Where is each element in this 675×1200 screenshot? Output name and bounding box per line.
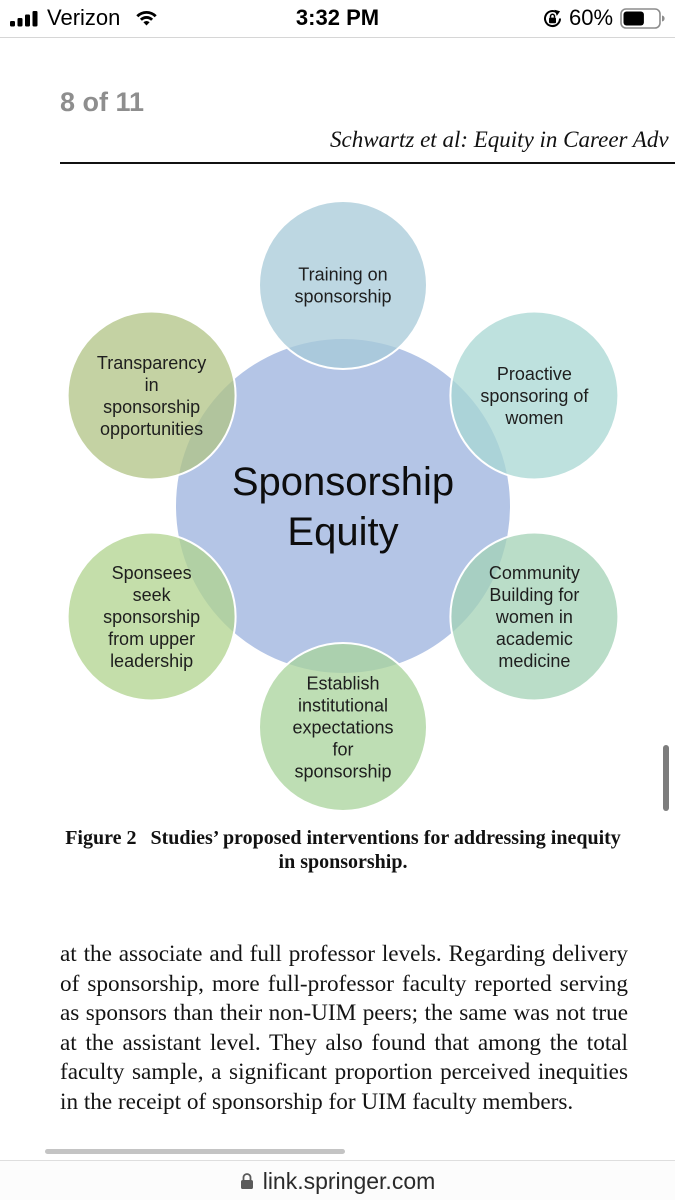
pdf-document-view[interactable]: 8 of 11 Schwartz et al: Equity in Career… xyxy=(0,0,675,1160)
battery-percentage: 60% xyxy=(569,5,614,30)
intervention-label-line: leadership xyxy=(110,651,193,671)
body-line: at the associate and full professor leve… xyxy=(60,941,628,967)
intervention-label-line: seek xyxy=(133,585,172,605)
intervention-circle xyxy=(258,642,428,812)
body-paragraph: at the associate and full professor leve… xyxy=(60,940,628,1118)
running-header: Schwartz et al: Equity in Career Adv xyxy=(330,127,669,152)
header-rule xyxy=(60,162,675,164)
status-bar: Verizon 3:32 PM 60% xyxy=(0,0,675,38)
clock-time: 3:32 PM xyxy=(295,5,380,30)
address-bar[interactable]: link.springer.com xyxy=(0,1160,675,1200)
caption-line: in sponsorship. xyxy=(278,851,408,873)
figure-caption: Figure 2 Studies’ proposed interventions … xyxy=(60,826,626,874)
intervention-label-line: academic xyxy=(496,629,573,649)
carrier-name: Verizon xyxy=(47,5,121,30)
intervention-label-line: Training on xyxy=(298,265,387,285)
intervention-label-line: expectations xyxy=(292,718,393,738)
horizontal-scroll-indicator[interactable] xyxy=(45,1149,345,1154)
body-line: at the assistant level. They also found … xyxy=(60,1029,628,1056)
intervention-label-line: for xyxy=(332,740,353,760)
body-line: faculty sample, a significant proportion… xyxy=(60,1059,628,1086)
lock-icon xyxy=(240,1172,253,1189)
intervention-circle xyxy=(449,310,620,481)
intervention-circle xyxy=(258,200,428,370)
battery-level-fill xyxy=(623,11,644,26)
intervention-label-line: in xyxy=(145,375,159,395)
signal-bar xyxy=(32,11,38,27)
intervention-label-line: Transparency xyxy=(97,353,206,373)
intervention-label-line: Sponsees xyxy=(112,563,192,583)
intervention-circle xyxy=(66,531,237,702)
url-text[interactable]: link.springer.com xyxy=(262,1167,436,1194)
intervention-label-line: sponsorship xyxy=(294,762,391,782)
intervention-label-line: opportunities xyxy=(100,419,203,439)
intervention-label-line: from upper xyxy=(108,629,195,649)
body-line: in the receipt of sponsorship for UIM fa… xyxy=(60,1088,574,1115)
intervention-label-line: sponsorship xyxy=(103,607,200,627)
rotation-lock-icon xyxy=(544,9,562,28)
intervention-circle xyxy=(449,531,620,702)
intervention-label-line: Building for xyxy=(489,585,579,605)
wifi-icon xyxy=(136,10,157,26)
intervention-label-line: institutional xyxy=(298,696,388,716)
intervention-label-line: medicine xyxy=(498,651,570,671)
page-indicator: 8 of 11 xyxy=(60,87,145,117)
center-label-line: Sponsorship xyxy=(232,460,454,504)
intervention-label-line: sponsoring of xyxy=(480,386,589,406)
intervention-label-line: sponsorship xyxy=(103,397,200,417)
figure-label: Figure 2 xyxy=(65,827,137,849)
intervention-label-line: Proactive xyxy=(497,364,572,384)
intervention-circle xyxy=(66,310,237,481)
caption-text: Studies’ proposed interventions for addr… xyxy=(150,827,621,849)
intervention-label-line: women xyxy=(504,408,563,428)
intervention-label-line: sponsorship xyxy=(294,287,391,307)
signal-icon xyxy=(10,11,38,27)
body-line: of sponsorship, more full-professor facu… xyxy=(60,970,628,997)
body-line: as sponsors than their non-UIM peers; th… xyxy=(60,1000,628,1027)
center-label-line: Equity xyxy=(287,510,398,554)
intervention-label-line: women in xyxy=(495,607,573,627)
intervention-label-line: Establish xyxy=(306,674,379,694)
battery-icon xyxy=(620,8,665,29)
intervention-label-line: Community xyxy=(489,563,580,583)
signal-bar xyxy=(25,14,30,27)
vertical-scroll-indicator[interactable] xyxy=(663,745,669,811)
caption-line: Figure 2 Studies’ proposed interventions … xyxy=(60,826,626,850)
signal-bar xyxy=(17,18,23,27)
signal-bar xyxy=(10,21,15,27)
